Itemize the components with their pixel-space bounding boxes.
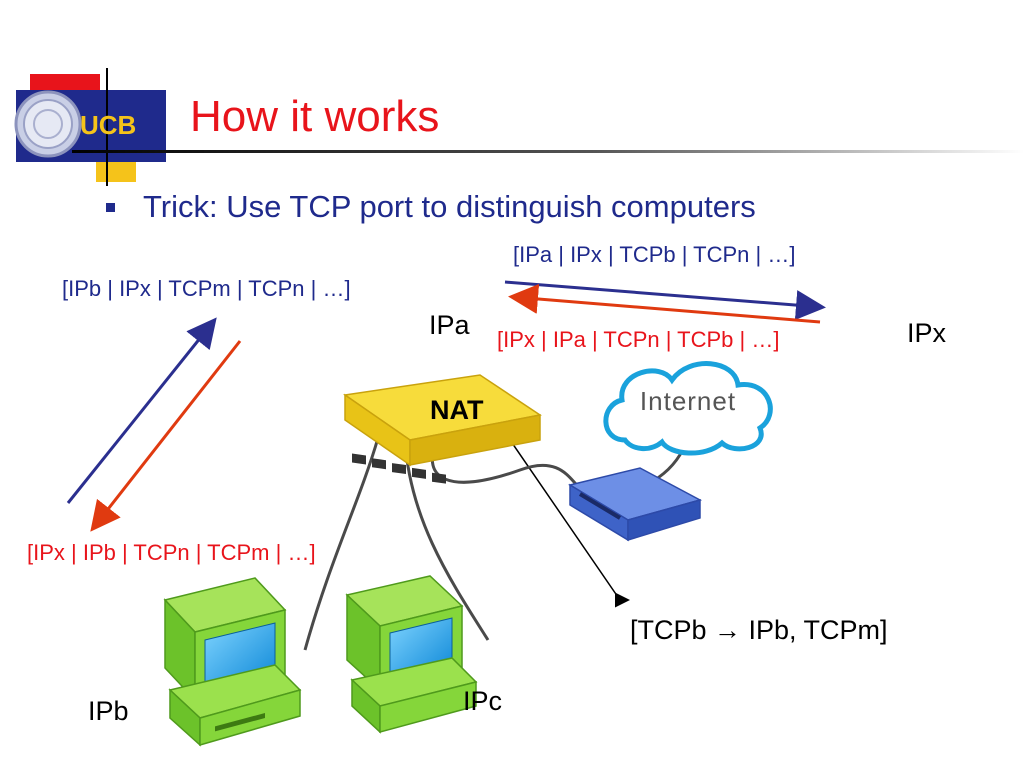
arrow-ipb-outgoing bbox=[66, 317, 217, 504]
cable-router-to-modem bbox=[430, 439, 581, 490]
nat-label: NAT bbox=[430, 395, 484, 425]
bullet-icon bbox=[106, 203, 115, 212]
packet-label-x-to-a: [IPx | IPa | TCPn | TCPb | …] bbox=[497, 327, 780, 352]
nat-router-icon bbox=[343, 374, 542, 484]
ucb-seal-icon bbox=[14, 90, 82, 158]
arrow-nat-to-table bbox=[496, 420, 630, 608]
internet-cloud-icon bbox=[603, 361, 773, 456]
arrow-ipa-to-ipx bbox=[504, 280, 826, 321]
host-label-ipa: IPa bbox=[429, 310, 470, 340]
logo-text: UCB bbox=[80, 110, 136, 140]
bullet-text: Trick: Use TCP port to distinguish compu… bbox=[143, 189, 756, 224]
cable-router-to-ipc bbox=[403, 439, 490, 641]
nat-mapping-table: [TCPb → IPb, TCPm] bbox=[630, 615, 888, 645]
internet-label: Internet bbox=[640, 386, 736, 416]
packet-label-a-to-x: [IPa | IPx | TCPb | TCPn | …] bbox=[513, 242, 796, 267]
modem-icon bbox=[568, 467, 703, 542]
arrow-ipx-to-ipa bbox=[508, 284, 821, 324]
packet-label-b-to-x: [IPb | IPx | TCPm | TCPn | …] bbox=[62, 276, 351, 301]
computer-ipb-icon bbox=[163, 577, 302, 747]
packet-label-x-to-b: [IPx | IPb | TCPn | TCPm | …] bbox=[27, 540, 316, 565]
arrow-ipb-incoming bbox=[90, 340, 242, 532]
header-decoration: UCB bbox=[14, 68, 1024, 186]
page-title: How it works bbox=[190, 92, 440, 141]
cable-router-to-ipb bbox=[303, 437, 380, 651]
computer-ipc-icon bbox=[345, 575, 478, 734]
header-horizontal-rule bbox=[72, 150, 1024, 153]
host-label-ipc: IPc bbox=[463, 686, 503, 716]
host-label-ipx: IPx bbox=[907, 318, 947, 348]
host-label-ipb: IPb bbox=[88, 696, 129, 726]
